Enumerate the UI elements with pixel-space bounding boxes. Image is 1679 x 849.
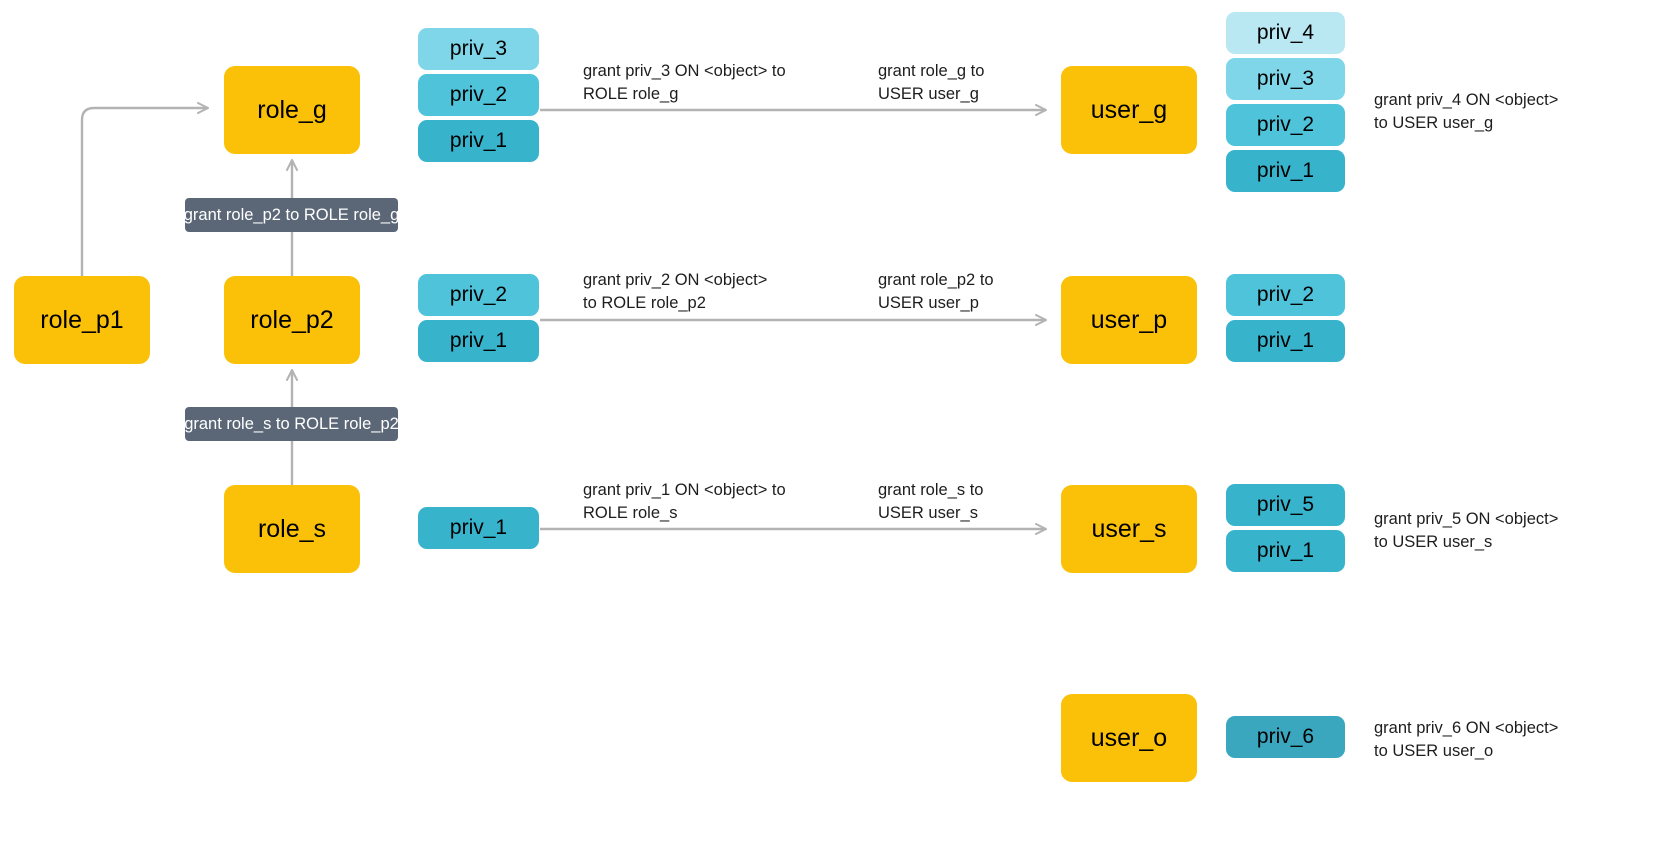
priv-box-user_s_privs-priv_5[interactable]: priv_5 bbox=[1226, 484, 1345, 526]
priv-box-role_g_privs-priv_1[interactable]: priv_1 bbox=[418, 120, 539, 162]
conn-role-p1-to-role-g bbox=[80, 102, 209, 276]
priv-box-role_s_privs-priv_1[interactable]: priv_1 bbox=[418, 507, 539, 549]
user-node-user_g[interactable]: user_g bbox=[1061, 66, 1197, 154]
pill-rolep2-to-roleg[interactable]: grant role_p2 to ROLE role_g bbox=[184, 198, 399, 232]
edge-label-grant-priv6-user-o: grant priv_6 ON <object> to USER user_o bbox=[1374, 719, 1559, 761]
user-node-user_o[interactable]: user_o bbox=[1061, 694, 1197, 782]
role-node-role_g[interactable]: role_g bbox=[224, 66, 360, 154]
role-node-role_p2[interactable]: role_p2 bbox=[224, 276, 360, 364]
role-node-role_p1[interactable]: role_p1 bbox=[14, 276, 150, 364]
priv-box-user_p_privs-priv_1[interactable]: priv_1 bbox=[1226, 320, 1345, 362]
priv-box-role_p2_privs-priv_2[interactable]: priv_2 bbox=[418, 274, 539, 316]
priv-box-role_g_privs-priv_3[interactable]: priv_3 bbox=[418, 28, 539, 70]
edge-label-grant-role-g-user-g: grant role_g to USER user_g bbox=[878, 62, 985, 104]
edge-label-grant-rolep2-user-p: grant role_p2 to USER user_p bbox=[878, 271, 994, 313]
edge-label-grant-priv3-role-g: grant priv_3 ON <object> to ROLE role_g bbox=[583, 62, 786, 104]
edge-label-grant-priv4-user-g: grant priv_4 ON <object> to USER user_g bbox=[1374, 91, 1559, 133]
priv-box-user_g_privs-priv_2[interactable]: priv_2 bbox=[1226, 104, 1345, 146]
priv-box-user_o_privs-priv_6[interactable]: priv_6 bbox=[1226, 716, 1345, 758]
edge-label-grant-roles-user-s: grant role_s to USER user_s bbox=[878, 481, 984, 523]
edge-label-grant-priv1-role-s: grant priv_1 ON <object> to ROLE role_s bbox=[583, 481, 786, 523]
user-node-user_s[interactable]: user_s bbox=[1061, 485, 1197, 573]
edge-label-grant-priv2-role-p2: grant priv_2 ON <object> to ROLE role_p2 bbox=[583, 271, 768, 313]
user-node-user_p[interactable]: user_p bbox=[1061, 276, 1197, 364]
priv-box-user_g_privs-priv_4[interactable]: priv_4 bbox=[1226, 12, 1345, 54]
role-node-role_s[interactable]: role_s bbox=[224, 485, 360, 573]
priv-box-user_g_privs-priv_1[interactable]: priv_1 bbox=[1226, 150, 1345, 192]
priv-box-user_p_privs-priv_2[interactable]: priv_2 bbox=[1226, 274, 1345, 316]
edge-label-grant-priv5-user-s: grant priv_5 ON <object> to USER user_s bbox=[1374, 510, 1559, 552]
priv-box-role_p2_privs-priv_1[interactable]: priv_1 bbox=[418, 320, 539, 362]
priv-box-user_g_privs-priv_3[interactable]: priv_3 bbox=[1226, 58, 1345, 100]
pill-roles-to-rolep2[interactable]: grant role_s to ROLE role_p2 bbox=[184, 407, 399, 441]
priv-box-role_g_privs-priv_2[interactable]: priv_2 bbox=[418, 74, 539, 116]
priv-box-user_s_privs-priv_1[interactable]: priv_1 bbox=[1226, 530, 1345, 572]
